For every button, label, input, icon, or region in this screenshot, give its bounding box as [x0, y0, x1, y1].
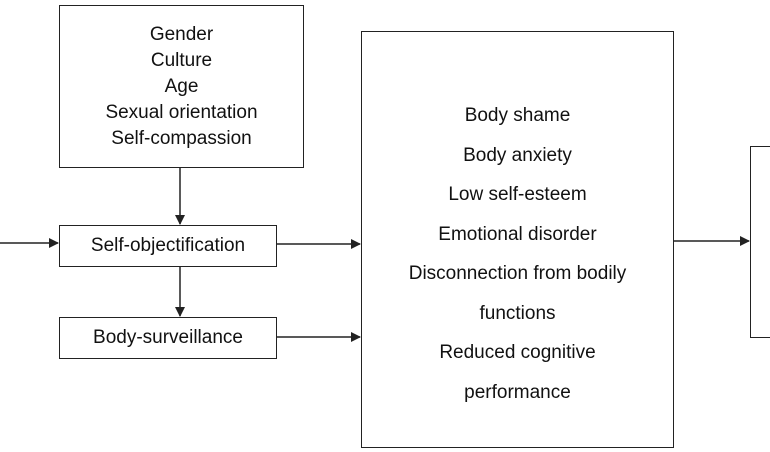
moderator-self-compassion: Self-compassion: [111, 127, 252, 149]
outcome-emotional-disorder: Emotional disorder: [438, 223, 597, 245]
moderator-gender: Gender: [149, 23, 214, 45]
self-objectification-label: Self-objectification: [90, 235, 246, 256]
body-surveillance-label: Body-surveillance: [93, 327, 243, 348]
moderator-age: Age: [164, 75, 199, 97]
outcome-disconnection-line-2: functions: [479, 302, 556, 324]
outcome-disconnection-line-1: Disconnection from bodily: [408, 263, 627, 284]
moderator-sexual-orientation: Sexual orientation: [105, 101, 258, 123]
outcome-reduced-cognitive-line-1: Reduced cognitive: [439, 342, 596, 363]
outcome-low-self-esteem: Low self-esteem: [448, 184, 587, 205]
outcome-body-anxiety: Body anxiety: [463, 144, 572, 166]
outcome-body-shame: Body shame: [464, 105, 571, 126]
outcome-reduced-cognitive-line-2: performance: [464, 381, 571, 403]
self-objectification-box: Self-objectification: [59, 225, 277, 267]
outcomes-box: Body shame Body anxiety Low self-esteem …: [361, 31, 674, 448]
moderators-box: Gender Culture Age Sexual orientation Se…: [59, 5, 304, 168]
moderator-culture: Culture: [150, 49, 213, 71]
body-surveillance-box: Body-surveillance: [59, 317, 277, 359]
right-partial-box: [750, 146, 770, 338]
